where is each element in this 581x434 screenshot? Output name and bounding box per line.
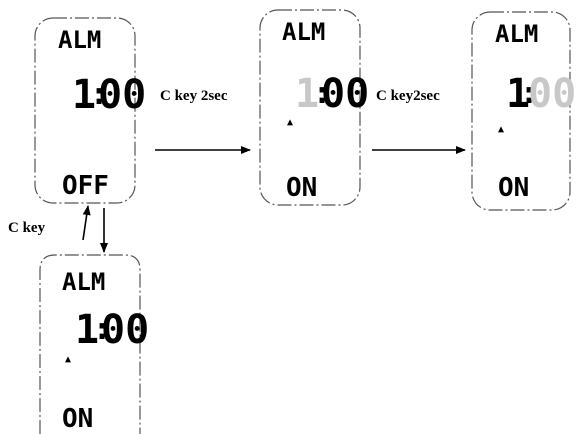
minute-digits: 00	[528, 71, 576, 117]
status-text: ON	[286, 173, 317, 203]
mode-label: ALM	[58, 26, 101, 54]
transition-label-1: C key 2sec	[160, 88, 228, 104]
transition-label-3: C key	[8, 220, 46, 236]
bell-icon: ▲	[498, 124, 504, 135]
transition-arrow-up	[82, 205, 91, 241]
minute-digits: 00	[98, 72, 146, 118]
minute-digits: 00	[321, 71, 369, 117]
status-text: OFF	[62, 171, 109, 201]
lcd-screen-minute-set: ALM 1 : 00 ▲ ON	[471, 11, 576, 211]
colon: :	[90, 77, 108, 112]
hour-digit: 1	[72, 72, 96, 118]
mode-label: ALM	[282, 18, 325, 46]
bell-icon: ▲	[287, 117, 293, 128]
bell-icon: ▲	[65, 354, 71, 365]
screen-frame	[34, 17, 136, 204]
status-text: ON	[498, 173, 529, 203]
hour-digit: 1	[295, 71, 319, 117]
hour-digit: 1	[75, 307, 99, 353]
hour-digit: 1	[506, 71, 530, 117]
screen-frame	[259, 9, 361, 206]
mode-label: ALM	[62, 268, 105, 296]
screen-frame	[471, 11, 571, 211]
screen-frame	[39, 254, 141, 434]
colon: :	[93, 312, 111, 347]
colon: :	[313, 76, 331, 111]
transition-label-2: C key2sec	[376, 88, 440, 104]
lcd-screen-on: ALM 1 : 00 ▲ ON	[39, 254, 149, 434]
lcd-screen-off: ALM 1 : 00 OFF	[34, 17, 146, 204]
status-text: ON	[62, 404, 93, 434]
mode-label: ALM	[495, 20, 538, 48]
minute-digits: 00	[101, 307, 149, 353]
lcd-screen-hour-set: ALM 1 : 00 ▲ ON	[259, 9, 369, 206]
colon: :	[520, 76, 538, 111]
